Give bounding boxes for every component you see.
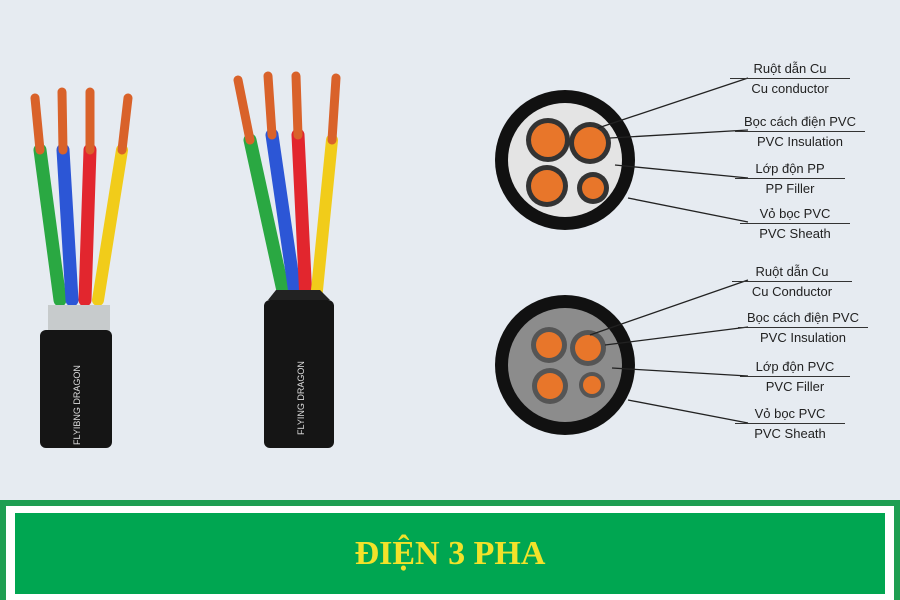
cable-left: FLYIBNG DRAGON bbox=[30, 87, 133, 448]
cable-right: FLYING DRAGON bbox=[233, 71, 341, 448]
cross-section-bottom bbox=[495, 279, 749, 435]
title-banner: ĐIỆN 3 PHA bbox=[0, 500, 900, 600]
banner-title: ĐIỆN 3 PHA bbox=[354, 534, 546, 572]
cable-print-right: FLYING DRAGON bbox=[296, 361, 306, 435]
cross-section-top bbox=[495, 77, 749, 230]
cable-illustration: FLYIBNG DRAGON FLYING DRAGON bbox=[30, 71, 749, 448]
cable-print-left: FLYIBNG DRAGON bbox=[72, 365, 82, 445]
